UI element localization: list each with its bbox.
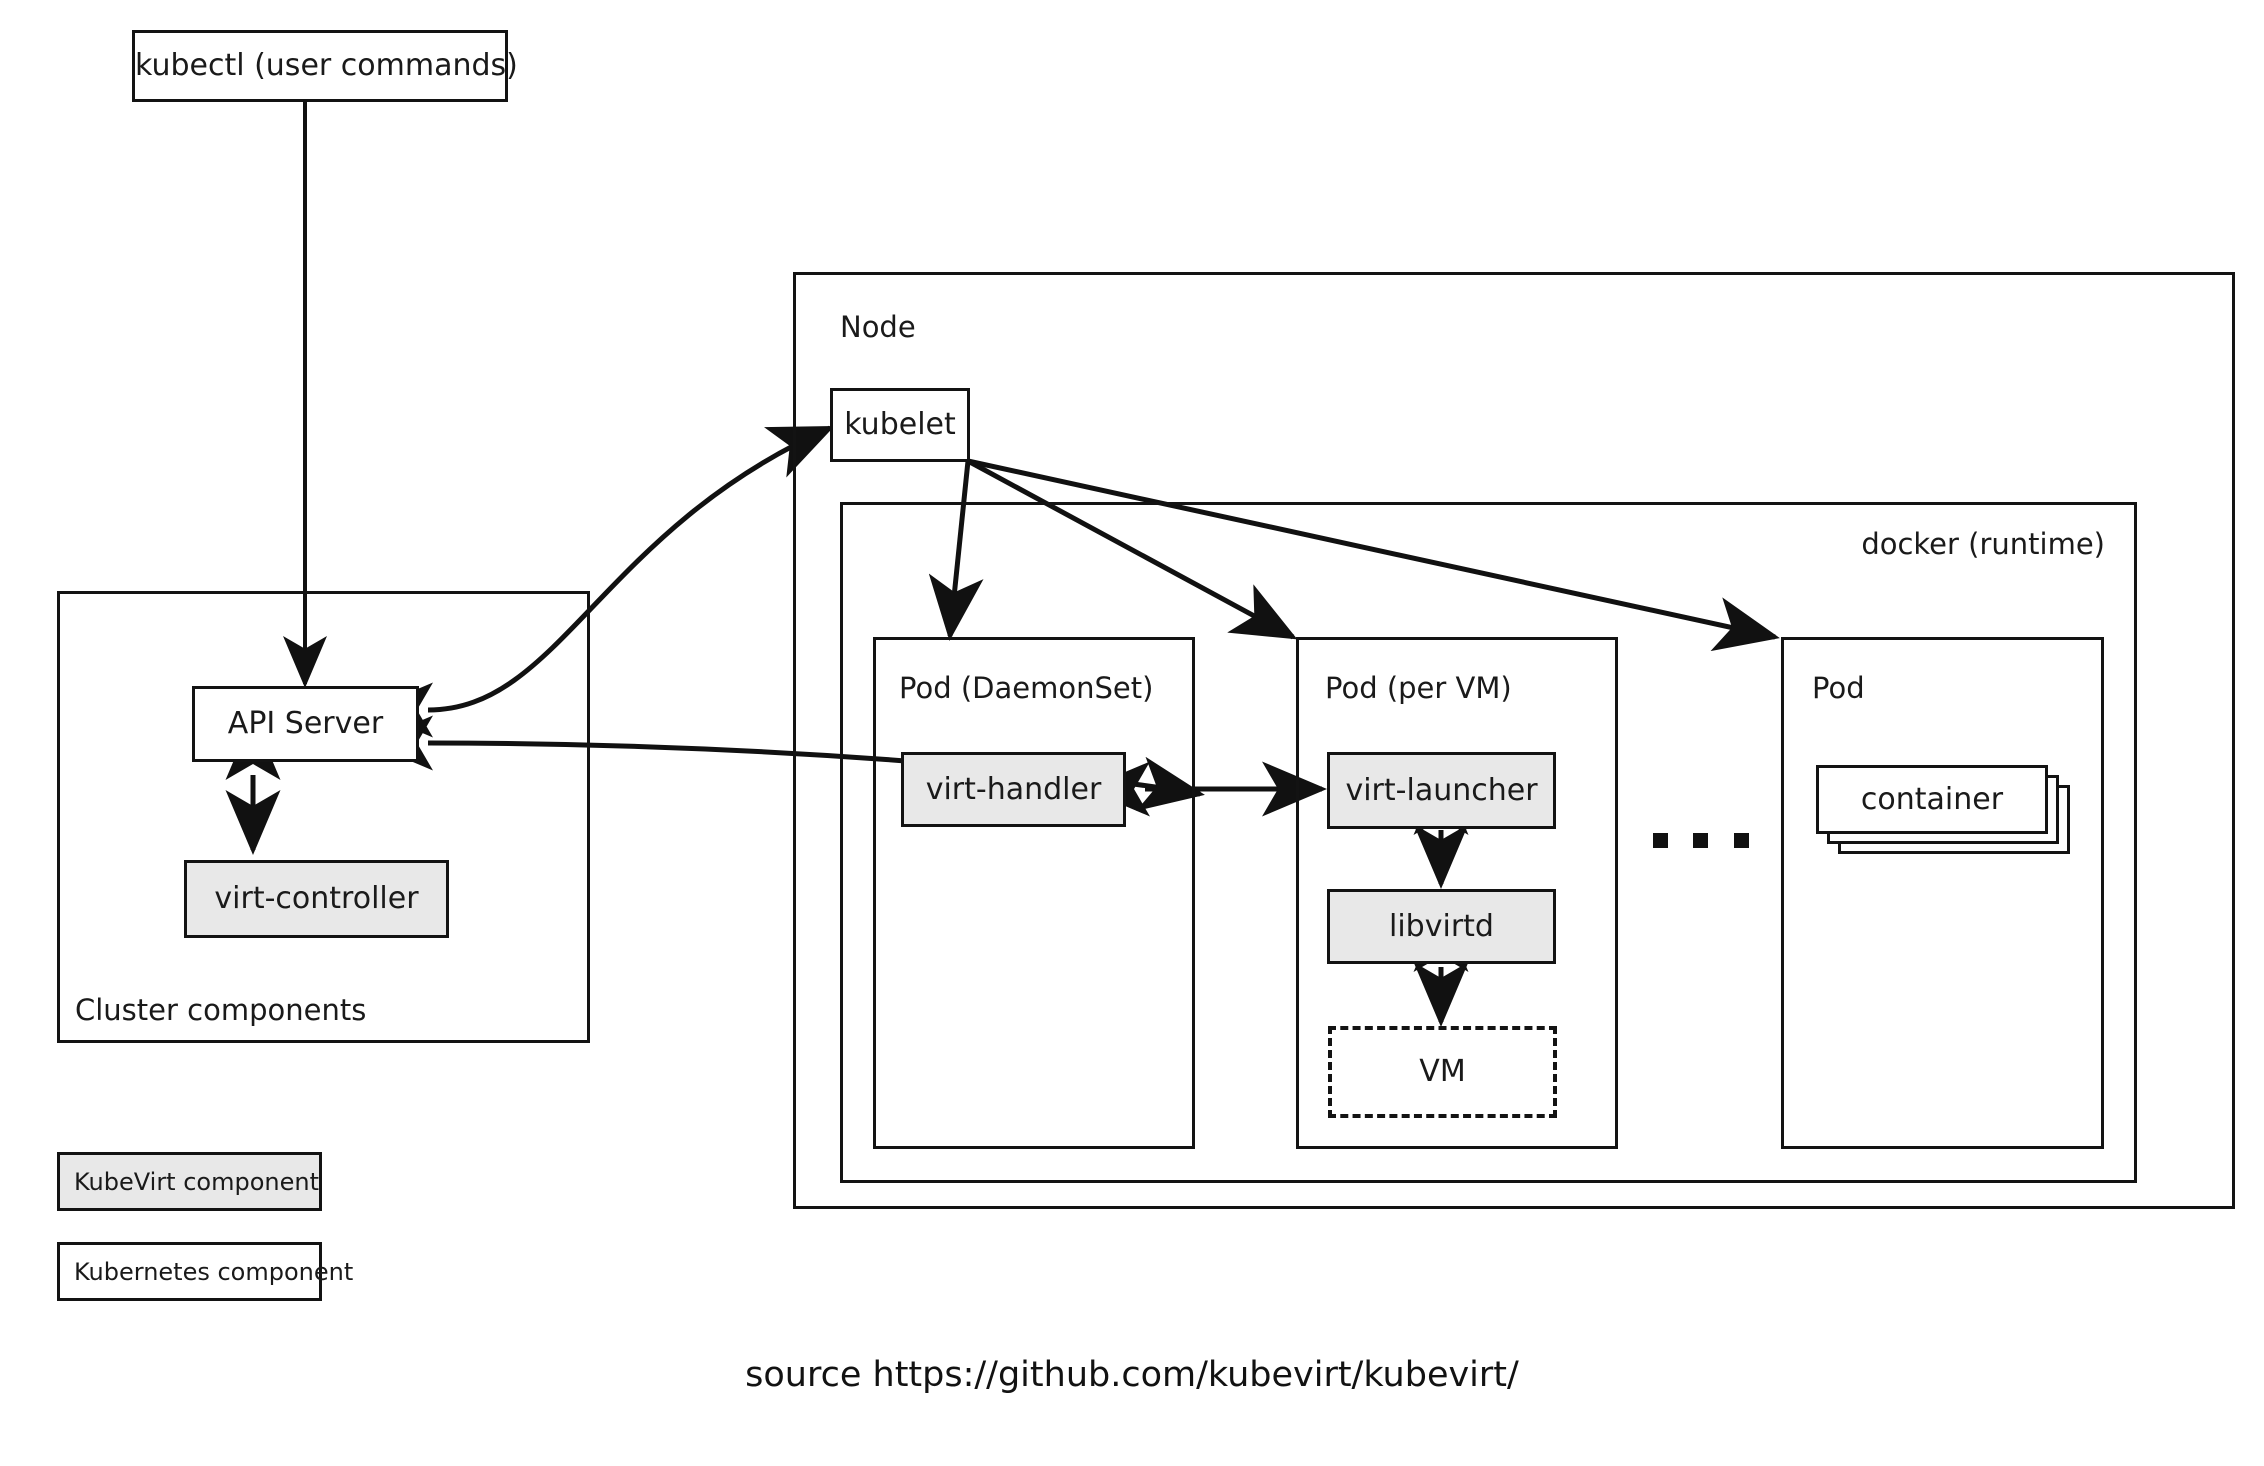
legend-label-kubevirt: KubeVirt component (74, 1167, 319, 1196)
ellipsis-dot (1734, 833, 1749, 848)
node-api-server[interactable]: API Server (192, 686, 419, 762)
edge-kubelet-to-pod-daemonset (928, 460, 984, 641)
node-virt-handler[interactable]: virt-handler (901, 752, 1126, 827)
node-api-server-label: API Server (227, 705, 384, 741)
node-kubectl[interactable]: kubectl (user commands) (132, 30, 518, 102)
node-virt-controller-label: virt-controller (214, 880, 419, 916)
group-pod-daemonset (873, 637, 1195, 1149)
group-pod-generic-label: Pod (1812, 671, 1865, 705)
node-libvirtd[interactable]: libvirtd (1327, 889, 1556, 964)
node-virt-launcher[interactable]: virt-launcher (1327, 752, 1556, 829)
group-cluster-components (57, 591, 590, 1043)
group-node-label: Node (840, 310, 916, 344)
legend-swatch-kubevirt: KubeVirt component (57, 1152, 322, 1211)
node-virt-controller[interactable]: virt-controller (184, 860, 449, 938)
group-pod-generic (1781, 637, 2104, 1149)
node-kubelet-label: kubelet (844, 406, 956, 442)
node-virt-handler-label: virt-handler (925, 771, 1102, 807)
node-kubectl-label: kubectl (user commands) (135, 47, 518, 83)
group-pod-per-vm-label: Pod (per VM) (1325, 671, 1512, 705)
node-vm[interactable]: VM (1328, 1026, 1557, 1118)
node-container[interactable]: container (1816, 765, 2048, 834)
edge-api-server-to-kubelet (368, 425, 835, 738)
node-container-label: container (1860, 781, 2004, 817)
legend-swatch-kubernetes: Kubernetes component (57, 1242, 354, 1301)
source-caption: source https://github.com/kubevirt/kubev… (745, 1355, 1519, 1395)
group-docker-runtime-label: docker (runtime) (1861, 527, 2105, 561)
legend-label-kubernetes: Kubernetes component (74, 1257, 354, 1286)
node-vm-label: VM (1419, 1053, 1466, 1089)
node-kubelet[interactable]: kubelet (830, 388, 970, 462)
edge-kubelet-to-pod-per-vm (966, 458, 1298, 640)
group-pod-per-vm (1296, 637, 1618, 1149)
edge-kubelet-to-pod-generic (967, 458, 1780, 652)
group-docker-runtime (840, 502, 2137, 1183)
ellipsis-dot (1693, 833, 1708, 848)
node-virt-launcher-label: virt-launcher (1345, 772, 1538, 808)
node-libvirtd-label: libvirtd (1389, 908, 1494, 944)
group-node (793, 272, 2235, 1209)
ellipsis-dot (1653, 833, 1668, 848)
group-pod-daemonset-label: Pod (DaemonSet) (899, 671, 1154, 705)
group-cluster-components-label: Cluster components (75, 993, 367, 1027)
